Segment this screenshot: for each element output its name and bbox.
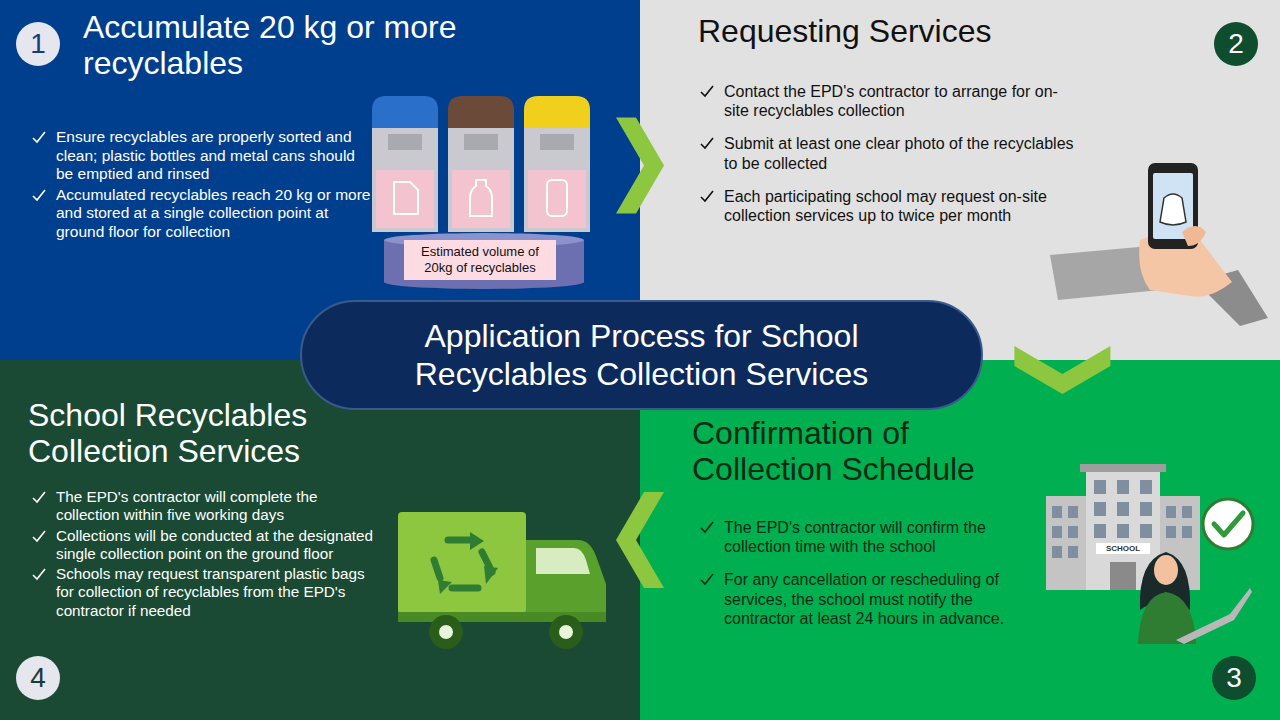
bullet-item: Each participating school may request on… (698, 187, 1078, 225)
bullet-text: Schools may request transparent plastic … (56, 565, 365, 619)
check-bullet (32, 189, 46, 202)
step-number-badge: 4 (16, 656, 60, 700)
bullet-item: Ensure recyclables are properly sorted a… (30, 128, 375, 184)
bullet-text: Submit at least one clear photo of the r… (724, 135, 1074, 171)
bullet-text: Collections will be conducted at the des… (56, 527, 373, 562)
chevron-arrow (1014, 346, 1110, 394)
building-sign: SCHOOL (1096, 543, 1150, 554)
bullet-text: Each participating school may request on… (724, 188, 1047, 224)
step-panel: Confirmation of Collection ScheduleThe E… (640, 360, 1280, 720)
check-bullet (700, 521, 714, 534)
check-bullet (32, 530, 46, 543)
step-number-badge: 3 (1212, 656, 1256, 700)
bullet-item: Contact the EPD's contractor to arrange … (698, 82, 1078, 120)
hand-phone (1050, 163, 1268, 326)
bullet-item: Accumulated recyclables reach 20 kg or m… (30, 186, 375, 242)
bullet-item: Schools may request transparent plastic … (30, 565, 375, 620)
bullet-text: Accumulated recyclables reach 20 kg or m… (56, 186, 370, 240)
step-heading: Requesting Services (698, 14, 1218, 50)
bullet-list: The EPD's contractor will complete the c… (30, 488, 375, 622)
step-heading: Accumulate 20 kg or more recyclables (83, 10, 603, 82)
bullet-text: Contact the EPD's contractor to arrange … (724, 83, 1058, 119)
bullet-list: Ensure recyclables are properly sorted a… (30, 128, 375, 244)
step-number: 2 (1228, 27, 1244, 61)
step-number: 1 (30, 27, 46, 61)
step-panel: School Recyclables Collection ServicesTh… (0, 360, 640, 720)
bullet-list: The EPD's contractor will confirm the co… (698, 518, 1043, 642)
check-bullet (32, 131, 46, 144)
chevron-arrow (616, 492, 664, 588)
title-pill: Application Process for School Recyclabl… (300, 300, 983, 410)
tag-text: Estimated volume of 20kg of recyclables (410, 244, 550, 275)
recycling-bins (372, 96, 590, 289)
chevron-arrow (616, 118, 664, 214)
check-bullet (700, 85, 714, 98)
diagram-title: Application Process for School Recyclabl… (342, 317, 941, 394)
bullet-item: Collections will be conducted at the des… (30, 527, 375, 564)
bullet-text: For any cancellation or rescheduling of … (724, 571, 1004, 626)
check-bullet (32, 568, 46, 581)
bullet-text: Ensure recyclables are properly sorted a… (56, 128, 355, 182)
bullet-item: Submit at least one clear photo of the r… (698, 134, 1078, 172)
check-bullet (700, 573, 714, 586)
step-number: 4 (30, 661, 46, 695)
bullet-item: For any cancellation or rescheduling of … (698, 570, 1043, 628)
check-bullet (32, 491, 46, 504)
bullet-text: The EPD's contractor will complete the c… (56, 488, 317, 523)
panel-ground (0, 360, 640, 720)
step-heading: School Recyclables Collection Services (28, 398, 368, 470)
step-heading: Confirmation of Collection Schedule (692, 416, 1022, 488)
school-scene (1046, 464, 1253, 644)
step-number-badge: 1 (16, 22, 60, 66)
bullet-text: The EPD's contractor will confirm the co… (724, 519, 986, 555)
check-bullet (700, 137, 714, 150)
panel-ground (640, 360, 1280, 720)
bullet-list: Contact the EPD's contractor to arrange … (698, 82, 1078, 239)
check-bullet (700, 190, 714, 203)
step-number: 3 (1226, 661, 1242, 695)
bullet-item: The EPD's contractor will confirm the co… (698, 518, 1043, 556)
volume-tag: Estimated volume of 20kg of recyclables (404, 240, 556, 280)
recycling-truck (398, 512, 606, 649)
step-number-badge: 2 (1214, 22, 1258, 66)
bullet-item: The EPD's contractor will complete the c… (30, 488, 375, 525)
